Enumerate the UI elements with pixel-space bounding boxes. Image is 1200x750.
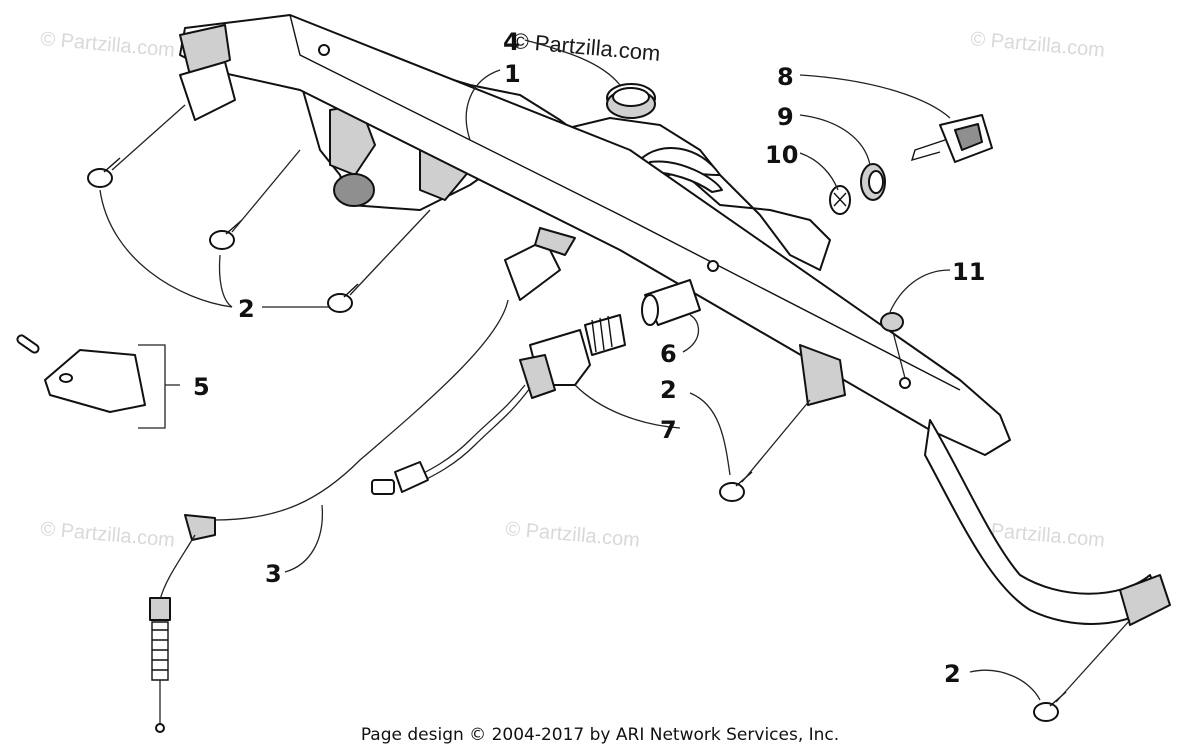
screw-1: [87, 157, 121, 188]
leader-lines: [99, 39, 1131, 703]
mounting-bracket: [16, 334, 180, 429]
callout-4: 4: [503, 28, 520, 56]
watermark-bottom-left: © Partzilla.com: [40, 518, 176, 552]
callout-9: 9: [777, 103, 794, 131]
sensor-cable: [149, 227, 576, 733]
callout-7: 7: [660, 416, 677, 444]
callout-5: 5: [193, 373, 210, 401]
callout-2-right: 2: [944, 660, 961, 688]
footer-copyright: Page design © 2004-2017 by ARI Network S…: [361, 725, 839, 745]
watermark-bottom-center: © Partzilla.com: [505, 518, 641, 552]
ignition-switch: [371, 314, 626, 495]
callout-10: 10: [765, 141, 798, 169]
dash-console: [179, 14, 1171, 626]
callout-8: 8: [777, 63, 794, 91]
callout-2-left: 2: [238, 295, 255, 323]
switch-nut: [860, 163, 886, 201]
callout-11: 11: [952, 258, 985, 286]
callout-labels: 1 2 2 2 3 4 5 6 7 8 9 10 11: [193, 28, 985, 688]
callout-1: 1: [504, 60, 521, 88]
lock-washer: [829, 185, 851, 215]
screw-3: [327, 283, 359, 313]
ignition-key: [910, 114, 993, 163]
callout-2-center: 2: [660, 376, 677, 404]
callout-6: 6: [660, 340, 677, 368]
watermark-top-right: © Partzilla.com: [970, 28, 1106, 62]
hole-plug: [880, 312, 904, 332]
callout-3: 3: [265, 560, 282, 588]
switch-boot: [641, 279, 701, 326]
watermark-top-left: © Partzilla.com: [40, 28, 176, 62]
screws: [87, 157, 1067, 722]
screw-2: [209, 219, 243, 250]
bezel-ring: [606, 83, 656, 119]
